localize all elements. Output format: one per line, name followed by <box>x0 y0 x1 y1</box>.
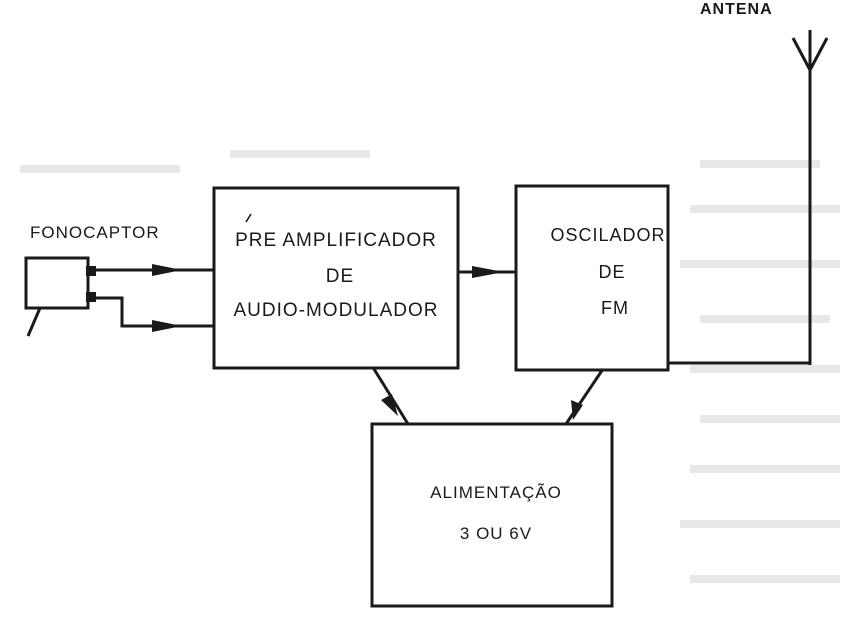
power-to-oscillator-arrow <box>571 400 583 420</box>
power-supply-block <box>370 422 614 608</box>
antenna-label: ANTENA <box>700 1 773 18</box>
preamp-block <box>212 186 460 370</box>
pickup-cartridge <box>24 256 96 337</box>
pickup-arrow-top <box>152 264 182 276</box>
preamp-label-line1: PRE AMPLIFICADOR <box>235 230 437 251</box>
preamp-label-line3: AUDIO-MODULADOR <box>233 300 438 321</box>
power-to-preamp-arrow <box>381 394 398 416</box>
power-to-oscillator-line <box>564 368 605 425</box>
power-label-line1: ALIMENTAÇÃO <box>430 483 562 502</box>
oscillator-block <box>514 184 670 372</box>
preamp-accent-mark <box>245 213 252 223</box>
preamp-to-oscillator-arrow <box>472 266 504 278</box>
oscillator-label-line3: FM <box>601 298 629 318</box>
show-through-texture <box>20 150 840 583</box>
preamp-label-line2: DE <box>326 266 354 287</box>
power-label-line2: 3 OU 6V <box>460 524 532 543</box>
oscillator-label-line1: OSCILADOR <box>550 225 665 245</box>
pickup-label: FONOCAPTOR <box>30 223 160 242</box>
oscillator-label-line2: DE <box>598 262 625 282</box>
pickup-arrow-bottom <box>152 320 182 332</box>
antenna <box>668 30 829 365</box>
